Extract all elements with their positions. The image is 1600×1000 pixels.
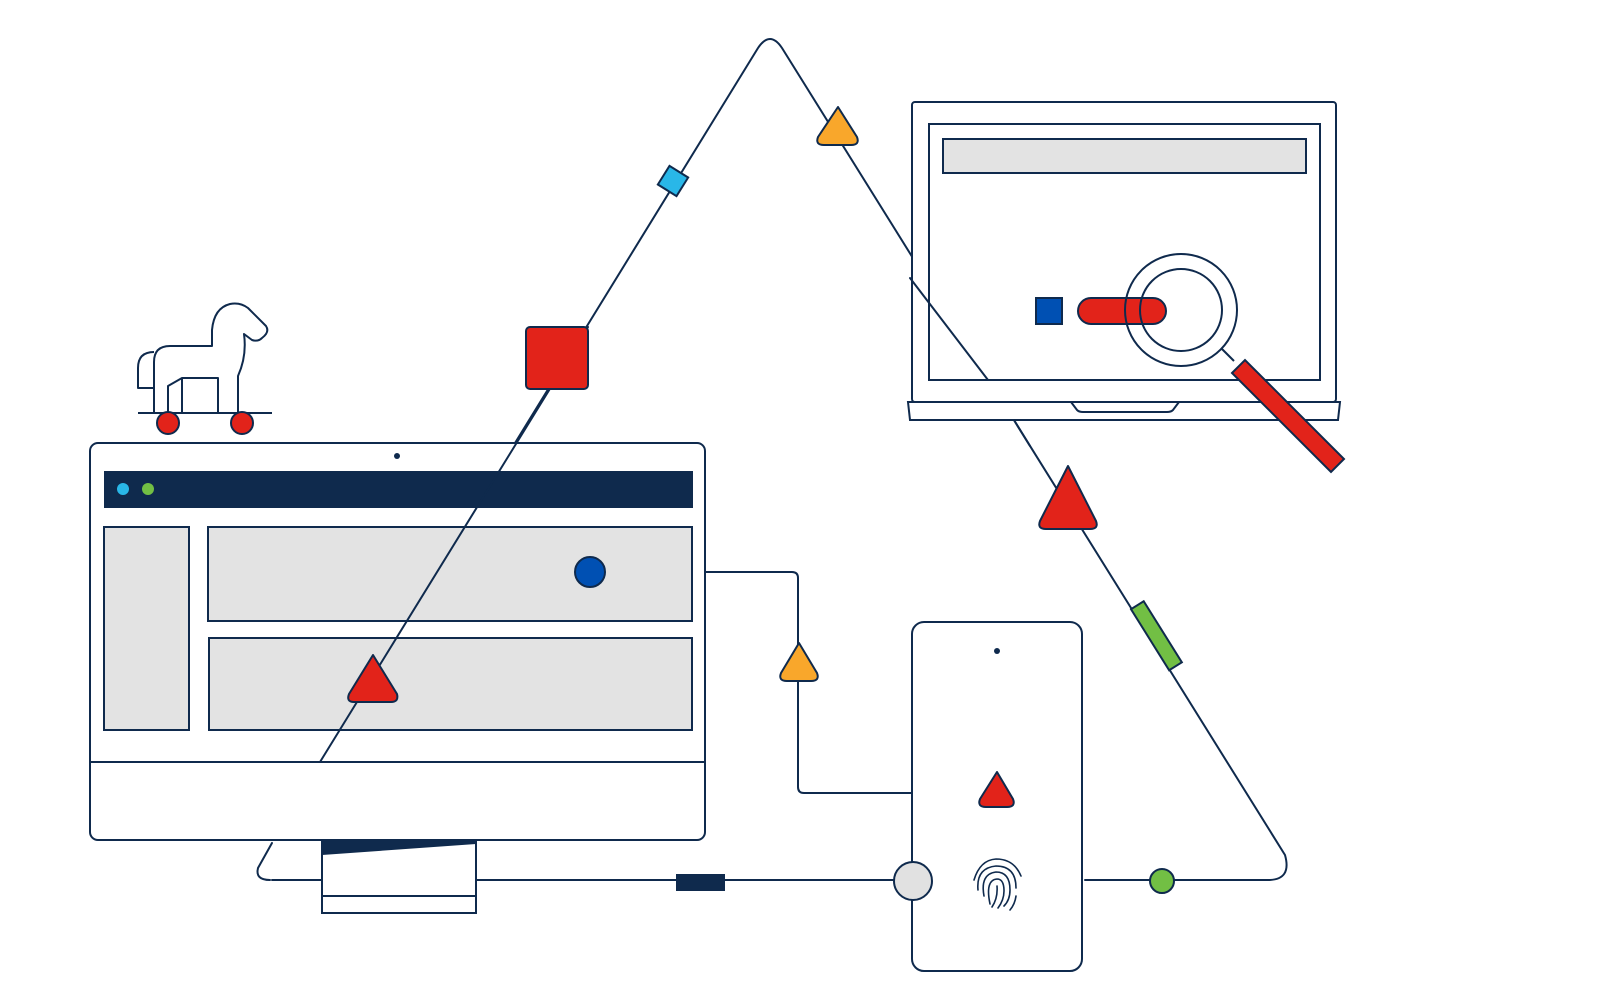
magnifier-icon xyxy=(1124,253,1346,474)
content-panel-top xyxy=(207,526,693,622)
window-dot-cyan xyxy=(117,483,129,495)
browser-title-bar xyxy=(104,471,693,508)
navy-bar-marker xyxy=(676,874,725,891)
laptop xyxy=(906,101,1342,421)
network-triangle-path xyxy=(319,38,1288,881)
gray-node xyxy=(893,861,933,901)
blue-node xyxy=(574,556,606,588)
warning-triangle-icon xyxy=(779,642,819,682)
content-panel-bottom xyxy=(208,637,693,731)
horse-wheel-right xyxy=(230,411,254,435)
blue-node-connector xyxy=(589,571,996,794)
warning-triangle-icon xyxy=(978,771,1015,808)
warning-triangles xyxy=(347,106,1098,808)
network-line-over-laptop xyxy=(909,277,1031,447)
magnifier-handle xyxy=(1230,358,1346,474)
cyan-diamond-marker xyxy=(656,164,690,198)
warning-triangle-icon xyxy=(816,106,859,146)
green-node xyxy=(1149,868,1175,894)
warning-triangle-icon xyxy=(347,654,399,703)
fingerprint-icon xyxy=(973,858,1022,911)
monitor-stand xyxy=(321,840,477,914)
red-threat-pill xyxy=(1077,297,1167,325)
warning-triangle-icon xyxy=(1038,465,1098,530)
desktop-stand-leg xyxy=(256,842,273,881)
laptop-search-bar xyxy=(942,138,1307,174)
green-bar-marker xyxy=(1129,599,1184,672)
laptop-notch xyxy=(1070,401,1180,413)
phone-camera-dot xyxy=(994,648,1000,654)
webcam-dot xyxy=(394,453,400,459)
horse-wheel-left xyxy=(156,411,180,435)
red-square-marker xyxy=(525,326,589,390)
desktop-monitor xyxy=(89,442,706,914)
window-dot-green xyxy=(142,483,154,495)
trojan-horse-icon xyxy=(137,302,272,435)
sidebar-panel xyxy=(103,526,190,731)
blue-square-marker xyxy=(1035,297,1063,325)
